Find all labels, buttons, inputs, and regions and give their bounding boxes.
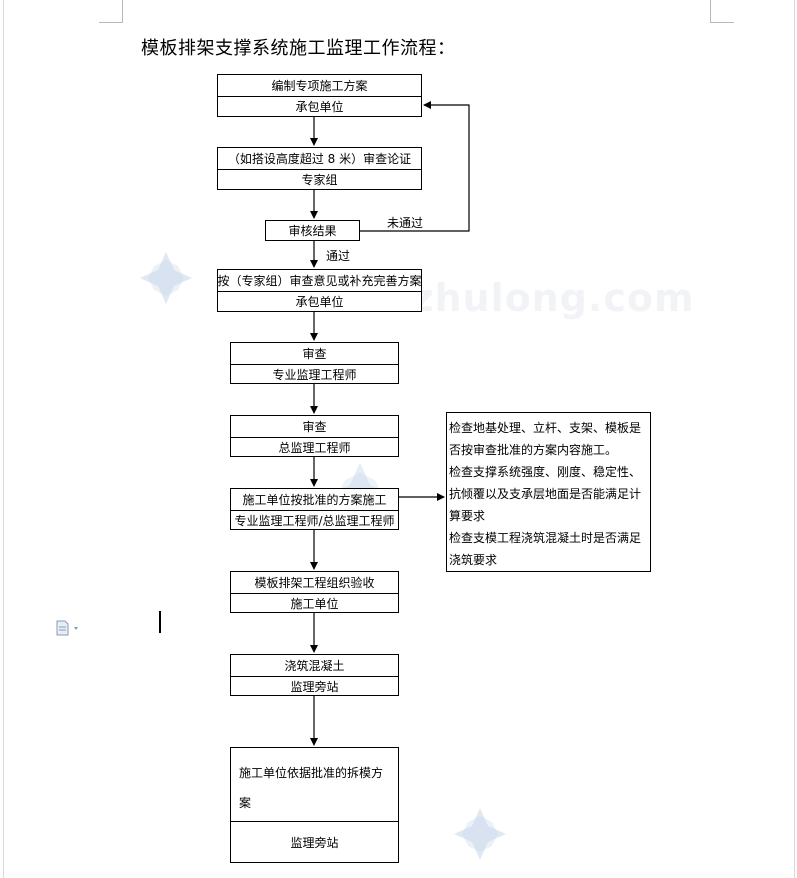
flow-box-step: 审查 [302,347,327,361]
document-title: 模板排架支撑系统施工监理工作流程： [141,38,456,59]
flow-box-expert-review: （如搭设高度超过 8 米）审查论证 专家组 [217,147,422,190]
label-passed: 通过 [326,249,351,263]
flow-box-party: 监理旁站 [231,676,398,695]
flow-box-party: 总监理工程师 [231,437,398,456]
flow-box-formwork-removal: 施工单位依据批准的拆模方案 监理旁站 [230,747,399,863]
page-edge-right [794,0,795,878]
flow-box-step-text: 施工单位依据批准的拆模方案 [239,766,384,810]
flow-box-step: 浇筑混凝土 [284,659,345,673]
flow-box-step: 按（专家组）审查意见或补充完善方案 [217,274,422,288]
corner-mark-right-h [710,22,734,23]
inspection-note-line: 检查支撑系统强度、刚度、稳定性、抗倾覆以及支承层地面是否能满足计算要求 [449,465,642,523]
flow-box-chief-review: 审查 总监理工程师 [230,415,399,457]
flow-box-party: 施工单位 [231,593,398,612]
flow-box-party: 专业监理工程师/总监理工程师 [231,510,398,529]
flow-box-step: （如搭设高度超过 8 米）审查论证 [227,152,412,166]
flow-box-step: 编制专项施工方案 [271,79,368,93]
corner-mark-left-v [122,0,123,22]
flow-box-step: 审核结果 [288,224,337,238]
flow-box-prepare-plan: 编制专项施工方案 承包单位 [217,74,422,117]
flow-box-party: 专家组 [218,169,421,189]
flow-box-concrete-pour: 浇筑混凝土 监理旁站 [230,654,399,696]
flow-box-party: 监理旁站 [231,821,398,862]
watermark-snowflake-icon [140,252,192,304]
flow-box-specialist-review: 审查 专业监理工程师 [230,342,399,384]
flow-box-revise-plan: 按（专家组）审查意见或补充完善方案 承包单位 [217,269,422,312]
flow-box-step: 施工单位依据批准的拆模方案 [231,748,398,821]
label-not-passed: 未通过 [387,216,424,230]
text-cursor [159,611,161,633]
flow-box-step: 施工单位按批准的方案施工 [242,493,387,507]
flow-box-construction: 施工单位按批准的方案施工 专业监理工程师/总监理工程师 [230,488,399,530]
paste-options-icon[interactable] [56,620,82,636]
corner-mark-left-h [99,22,123,23]
inspection-note-box: 检查地基处理、立杆、支架、模板是否按审查批准的方案内容施工。 检查支撑系统强度、… [446,412,651,572]
inspection-note-line: 检查地基处理、立杆、支架、模板是否按审查批准的方案内容施工。 [449,421,642,457]
page-edge-left [3,0,4,878]
flow-box-party: 专业监理工程师 [231,364,398,383]
flow-box-acceptance: 模板排架工程组织验收 施工单位 [230,571,399,613]
flow-box-party: 承包单位 [218,291,421,311]
inspection-note-line: 检查支模工程浇筑混凝土时是否满足浇筑要求 [449,531,642,567]
flow-box-step: 审查 [302,420,327,434]
flow-box-step: 模板排架工程组织验收 [254,576,375,590]
arrow-not-passed-loop [360,101,470,232]
corner-mark-right-v [710,0,711,22]
flow-box-party: 承包单位 [218,96,421,116]
watermark-snowflake-icon [454,808,506,860]
flow-box-review-result: 审核结果 [265,220,360,241]
